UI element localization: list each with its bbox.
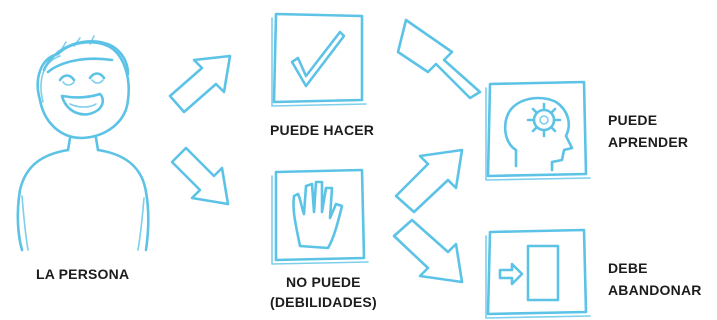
checkmark-icon [271,12,367,107]
person-face-icon [16,35,150,252]
person-label: LA PERSONA [36,266,130,282]
quit-label-line1: DEBE [608,260,648,276]
exit-door-icon [485,228,591,319]
arrow-icon [396,18,482,100]
cannot-label-line2: (DEBILIDADES) [270,294,377,310]
arrow-icon [168,54,232,114]
head-gear-icon [485,80,591,181]
learn-label-line2: APRENDER [608,134,689,150]
cannot-label-line1: NO PUEDE [286,274,361,290]
arrow-icon [170,146,230,206]
learn-label-line1: PUEDE [608,112,658,128]
arrow-icon [394,148,464,214]
stop-hand-icon [271,168,369,265]
arrow-icon [392,218,464,284]
quit-label-line2: ABANDONAR [608,282,702,298]
can-label: PUEDE HACER [270,122,375,138]
